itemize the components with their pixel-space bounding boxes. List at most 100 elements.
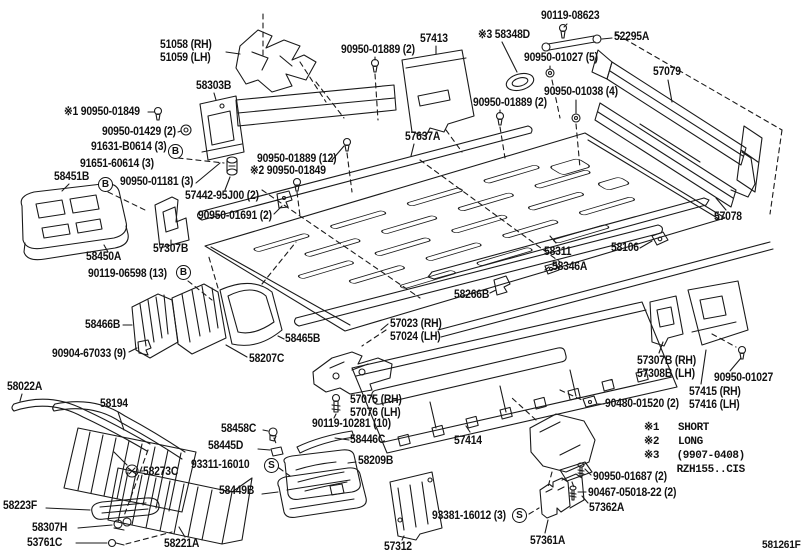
part-label-57361A: 57361A xyxy=(530,535,566,547)
part-label-58223F: 58223F xyxy=(3,500,38,512)
part-label-90950-01429: 90950-01429 (2) xyxy=(102,126,176,138)
part-label-93381-16012: 93381-16012 (3) xyxy=(432,510,506,522)
part-label-58346A: 58346A xyxy=(552,261,588,273)
bolt-90950-01849-2-icon xyxy=(292,177,302,192)
bracket-57362A-drawing xyxy=(561,473,589,509)
part-label-58307H: 58307H xyxy=(32,522,68,534)
plug-58348D-drawing xyxy=(501,41,535,92)
part-label-57312: 57312 xyxy=(384,541,412,553)
legend-label-2: LONG xyxy=(678,436,703,448)
circled-letter-marker-b3: B xyxy=(176,265,191,280)
part-label-58209B: 58209B xyxy=(358,455,394,467)
panel-57312-drawing xyxy=(389,471,443,541)
part-label-58465B: 58465B xyxy=(285,333,321,345)
legend-mark-2: ※2 xyxy=(644,436,660,448)
panel-57079-drawing xyxy=(591,49,763,193)
part-label-90950-01889b: 90950-01889 (2) xyxy=(473,97,547,109)
part-label-90950-01038: 90950-01038 (4) xyxy=(544,86,618,98)
part-label-58273C: 58273C xyxy=(143,466,179,478)
strip-58194-drawing xyxy=(52,401,186,460)
part-label-90119-08623: 90119-08623 xyxy=(541,10,600,22)
part-label-90950-01687: 90950-01687 (2) xyxy=(593,471,667,483)
nut-90950-01038-icon xyxy=(571,99,581,123)
clip-58273C-icon xyxy=(113,451,144,478)
bracket-assembly-drawing xyxy=(529,413,596,482)
rear-panel-57414-drawing xyxy=(351,301,678,454)
circled-letter-marker-b1: B xyxy=(168,144,183,159)
panel-57078-drawing xyxy=(594,102,756,211)
bolt-90950-01027-right-icon xyxy=(729,345,747,372)
part-label-58450A: 58450A xyxy=(86,251,122,263)
part-label-58466B: 58466B xyxy=(85,319,121,331)
separator-57307B-right-drawing xyxy=(649,295,684,354)
part-label-58446C: 58446C xyxy=(350,434,386,446)
legend-mark-1: ※1 xyxy=(644,422,660,434)
part-label-57307B-right: 57307B (RH) 57308B (LH) xyxy=(637,355,697,380)
part-label-58458C: 58458C xyxy=(221,423,257,435)
part-label-90950-01027-5: 90950-01027 (5) xyxy=(524,52,598,64)
clip-90904-67033-icon xyxy=(128,339,152,356)
bolt-90950-01849-1-icon xyxy=(147,106,163,121)
part-label-90950-01889-12: 90950-01889 (12) xyxy=(257,153,337,165)
part-label-90950-01027-right: 90950-01027 xyxy=(714,372,774,384)
part-label-90950-01181: 90950-01181 (3) xyxy=(120,176,194,188)
part-label-90119-06598: 90119-06598 (13) xyxy=(88,268,167,280)
part-label-91631-B0614: 91631-B0614 (3) xyxy=(91,141,167,153)
clip-58445D-icon xyxy=(257,446,284,457)
strip-58022A-drawing xyxy=(11,393,151,452)
clip-58458C-icon xyxy=(262,427,278,442)
part-label-57414: 57414 xyxy=(454,435,482,447)
part-label-58207C: 58207C xyxy=(249,353,285,365)
screw-90950-01687-icon xyxy=(577,462,592,478)
crossmember-58303B-drawing xyxy=(199,84,397,161)
part-label-90480-01520: 90480-01520 (2) xyxy=(605,398,679,410)
strip-58446C-drawing xyxy=(296,430,355,454)
part-label-57637A: 57637A xyxy=(405,131,441,143)
circled-letter-marker-b2: B xyxy=(98,177,113,192)
part-label-51058: 51058 (RH) 51059 (LH) xyxy=(160,39,212,64)
part-label-90950-01691: 90950-01691 (2) xyxy=(198,210,272,222)
bracket-58266B-icon xyxy=(489,275,511,296)
grommet-90950-01429-icon xyxy=(177,124,192,136)
part-label-90904-67033: 90904-67033 (9) xyxy=(52,348,126,360)
part-label-58022A: 58022A xyxy=(7,381,43,393)
part-label-58266B: 58266B xyxy=(454,289,490,301)
legend-mark-3: ※3 xyxy=(644,450,660,462)
bolt-90119-10281-icon xyxy=(331,393,341,419)
part-label-58106: 58106 xyxy=(611,242,639,254)
clip-58346A-icon xyxy=(544,262,560,275)
bracket-57361A-drawing xyxy=(539,477,571,534)
part-label-58194: 58194 xyxy=(100,398,128,410)
floor-side-panel-58221A-drawing xyxy=(63,427,253,545)
sill-strip-lower-drawing xyxy=(437,241,774,338)
legend-label-3: (9907-0408) RZH155..CIS xyxy=(676,450,746,476)
floor-pan-drawing xyxy=(204,132,726,332)
nut-90950-01027-icon xyxy=(545,65,555,78)
rocker-57023-drawing xyxy=(294,224,663,327)
legend: ※1 SHORT ※2 LONG ※3 (9907-0408) RZH155..… xyxy=(644,421,811,477)
legend-label-1: SHORT xyxy=(678,422,710,434)
panel-57413-drawing xyxy=(401,45,475,137)
part-label-90467-05018: 90467-05018-22 (2) xyxy=(588,487,677,499)
bracket-57415-drawing xyxy=(687,280,749,385)
part-label-58348D: ※3 58348D xyxy=(478,29,530,41)
part-label-90950-01849-2: ※2 90950-01849 xyxy=(250,165,326,177)
diagram-code: 581261F xyxy=(762,539,801,551)
part-label-58445D: 58445D xyxy=(208,440,244,452)
part-label-57415: 57415 (RH) 57416 (LH) xyxy=(689,386,741,411)
support-58451B-drawing xyxy=(20,183,129,261)
part-label-57413: 57413 xyxy=(420,33,448,45)
panel-57307B-left-drawing xyxy=(154,196,190,249)
part-label-57023: 57023 (RH) 57024 (LH) xyxy=(390,318,442,343)
part-label-57079: 57079 xyxy=(653,66,681,78)
part-label-58303B: 58303B xyxy=(196,80,232,92)
part-label-90950-01849-1: ※1 90950-01849 xyxy=(64,106,140,118)
circled-letter-marker-s2: S xyxy=(512,508,527,523)
part-label-90119-10281: 90119-10281 (10) xyxy=(312,418,391,430)
bolt-90950-01889b-icon xyxy=(495,109,505,126)
part-label-57075: 57075 (RH) 57076 (LH) xyxy=(350,394,402,419)
circled-letter-marker-s1: S xyxy=(264,458,279,473)
part-label-91651-60614: 91651-60614 (3) xyxy=(80,158,154,170)
